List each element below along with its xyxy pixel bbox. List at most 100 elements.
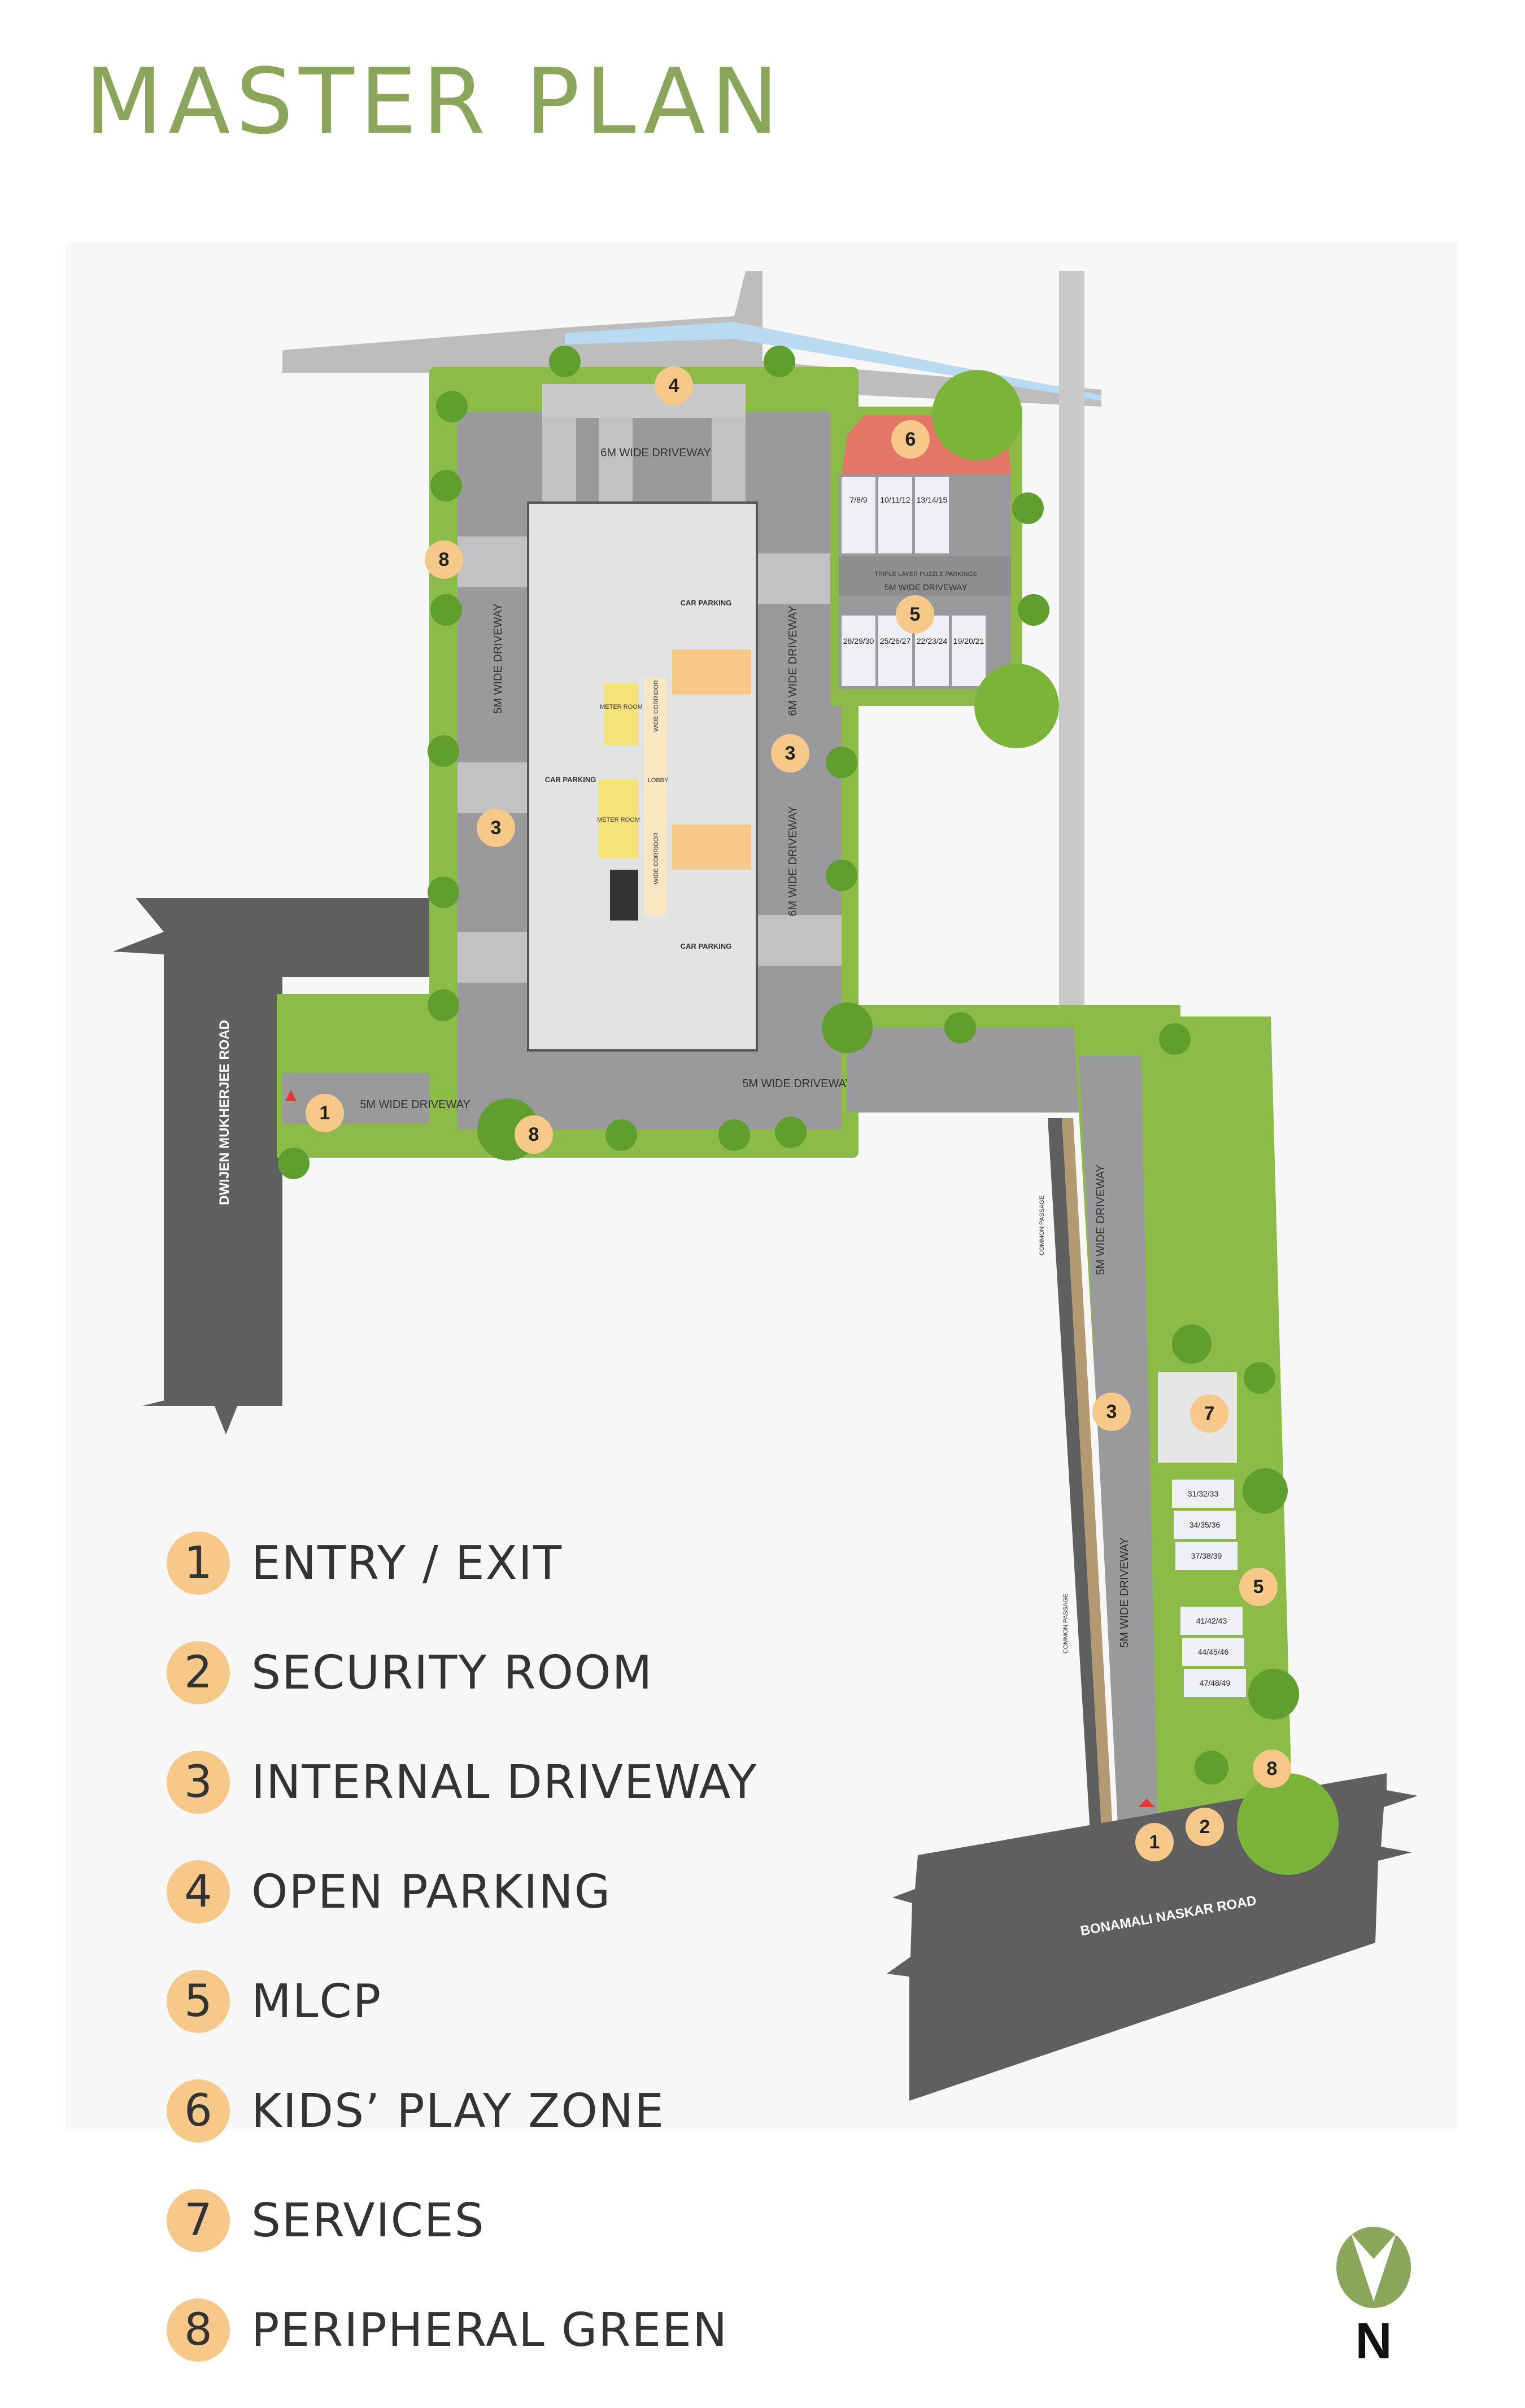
svg-text:47/48/49: 47/48/49 (1200, 1678, 1231, 1687)
svg-text:37/38/39: 37/38/39 (1191, 1551, 1222, 1560)
building-core: METER ROOM METER ROOM WIDE CORRIDOR WIDE… (527, 501, 758, 1052)
svg-text:3: 3 (785, 743, 796, 764)
svg-text:44/45/46: 44/45/46 (1198, 1647, 1229, 1656)
driveway-label: 5M WIDE DRIVEWAY (1095, 1164, 1107, 1275)
north-label: N (1355, 2313, 1392, 2370)
legend-number: 3 (167, 1751, 230, 1814)
entry-arrow-icon (1138, 1799, 1155, 1807)
meter-room-label: METER ROOM (597, 817, 640, 823)
driveway-label: 6M WIDE DRIVEWAY (600, 447, 711, 459)
mlcp-unit: 37/38/39 (1175, 1542, 1238, 1570)
legend-label: SERVICES (251, 2193, 485, 2248)
badge-entry-exit: 1 (306, 1094, 344, 1132)
driveway-label: 5M WIDE DRIVEWAY (1118, 1537, 1131, 1648)
mlcp-unit: 10/11/12 (878, 477, 912, 553)
svg-text:5: 5 (1253, 1576, 1264, 1598)
legend-item: 8 PERIPHERAL GREEN (167, 2298, 757, 2362)
wide-corridor-label: WIDE CORRIDOR (653, 680, 660, 732)
legend-label: ENTRY / EXIT (251, 1536, 563, 1590)
svg-text:8: 8 (529, 1124, 539, 1145)
legend-item: 1 ENTRY / EXIT (167, 1532, 757, 1595)
badge-mlcp: 5 (896, 595, 934, 634)
mlcp-unit: 7/8/9 (842, 477, 875, 553)
mlcp-unit: 47/48/49 (1184, 1669, 1246, 1697)
mlcp-unit: 44/45/46 (1182, 1638, 1244, 1666)
svg-text:1: 1 (1149, 1831, 1160, 1853)
svg-text:6: 6 (905, 429, 916, 450)
mlcp-unit: 34/35/36 (1174, 1511, 1236, 1539)
road-name-west: DWIJEN MUKHERJEE ROAD (217, 1020, 232, 1205)
badge-internal-driveway: 3 (1092, 1393, 1131, 1431)
legend-number: 7 (167, 2189, 230, 2252)
badge-security-room: 2 (1186, 1808, 1224, 1846)
legend-label: SECURITY ROOM (251, 1646, 653, 1700)
badge-entry-exit: 1 (1135, 1823, 1174, 1861)
mlcp-unit: 31/32/33 (1172, 1480, 1234, 1508)
svg-text:25/26/27: 25/26/27 (880, 636, 911, 645)
entry-arrow-icon (285, 1090, 297, 1101)
common-passage-label: COMMON PASSAGE (1062, 1594, 1069, 1654)
badge-peripheral-green: 8 (1253, 1750, 1291, 1788)
page-title: MASTER PLAN (85, 49, 785, 154)
driveway-label: 5M WIDE DRIVEWAY (492, 603, 504, 714)
north-arrow-icon (1336, 2227, 1411, 2308)
east-lane (1059, 271, 1084, 1017)
svg-text:8: 8 (439, 549, 450, 570)
common-passage-edge (1062, 1118, 1116, 1881)
mlcp-unit: 41/42/43 (1180, 1607, 1243, 1635)
car-parking-label: CAR PARKING (545, 775, 596, 784)
badge-mlcp: 5 (1239, 1568, 1278, 1606)
lobby-label: LOBBY (648, 777, 669, 784)
legend-label: PERIPHERAL GREEN (251, 2303, 729, 2357)
car-parking-label: CAR PARKING (681, 599, 732, 607)
svg-text:8: 8 (1267, 1758, 1278, 1779)
driveway-label: 6M WIDE DRIVEWAY (787, 806, 799, 917)
driveway-label: 6M WIDE DRIVEWAY (787, 605, 799, 716)
canal (565, 322, 1101, 401)
svg-text:2: 2 (1200, 1816, 1210, 1838)
legend-label: KIDS’ PLAY ZONE (251, 2084, 665, 2138)
badge-kids-play-zone: 6 (891, 420, 930, 459)
svg-text:41/42/43: 41/42/43 (1196, 1616, 1227, 1625)
legend-number: 6 (167, 2079, 230, 2143)
svg-text:5: 5 (910, 604, 921, 625)
legend-number: 1 (167, 1532, 230, 1595)
svg-text:4: 4 (669, 375, 679, 396)
mlcp-unit: 28/29/30 (842, 616, 875, 686)
badge-internal-driveway: 3 (771, 734, 809, 773)
legend-item: 7 SERVICES (167, 2189, 757, 2252)
driveway-label: 5M WIDE DRIVEWAY (360, 1098, 470, 1111)
svg-text:1: 1 (320, 1102, 330, 1124)
badge-internal-driveway: 3 (477, 809, 515, 847)
north-indicator: N (1334, 2225, 1413, 2367)
meter-room-label: METER ROOM (600, 704, 643, 710)
svg-text:34/35/36: 34/35/36 (1190, 1520, 1221, 1529)
legend-item: 6 KIDS’ PLAY ZONE (167, 2079, 757, 2143)
legend-item: 3 INTERNAL DRIVEWAY (167, 1751, 757, 1814)
trees (278, 346, 1339, 1875)
svg-text:3: 3 (1106, 1401, 1117, 1423)
legend-label: INTERNAL DRIVEWAY (251, 1755, 758, 1809)
puzzle-parking-label: TRIPLE LAYER PUZZLE PARKINGS (874, 571, 977, 578)
driveway-label: 5M WIDE DRIVEWAY (884, 583, 968, 592)
svg-text:3: 3 (491, 817, 502, 839)
common-passage-label: COMMON PASSAGE (1039, 1196, 1045, 1255)
legend-number: 5 (167, 1970, 230, 2033)
svg-text:10/11/12: 10/11/12 (880, 495, 910, 504)
wide-corridor-label: WIDE CORRIDOR (653, 832, 660, 884)
south-driveway (1079, 1056, 1158, 1835)
svg-text:13/14/15: 13/14/15 (917, 495, 948, 504)
legend-item: 5 MLCP (167, 1970, 757, 2033)
badge-services: 7 (1190, 1394, 1228, 1433)
open-parking (542, 384, 746, 418)
legend-number: 8 (167, 2298, 230, 2362)
legend-label: MLCP (251, 1974, 382, 2029)
mlcp-unit: 13/14/15 (915, 477, 949, 553)
ramps (457, 418, 842, 983)
car-parking-label: CAR PARKING (681, 942, 732, 950)
svg-text:7: 7 (1204, 1403, 1215, 1424)
driveway-label: 5M WIDE DRIVEWAY (742, 1078, 853, 1090)
